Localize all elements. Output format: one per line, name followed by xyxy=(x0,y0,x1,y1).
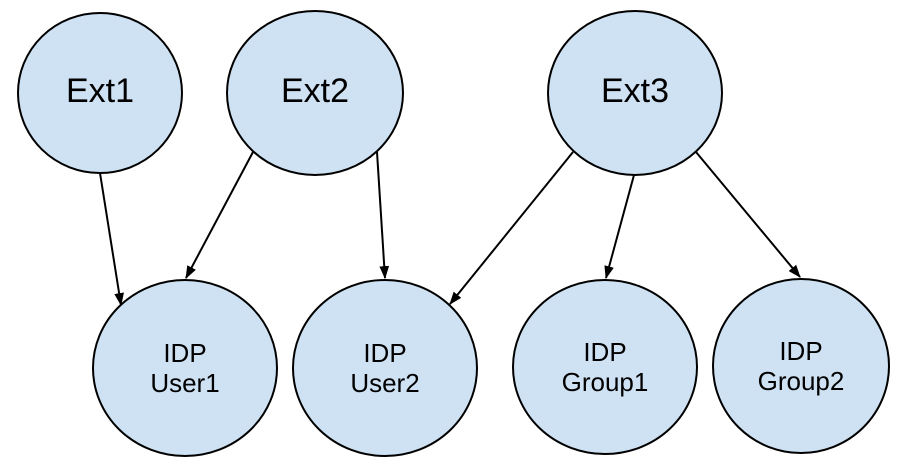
ext3-circle xyxy=(547,10,723,176)
node-ext1: Ext1 xyxy=(17,12,183,174)
edge-ext3-to-idp-group1 xyxy=(604,174,635,280)
idp-user2-circle xyxy=(292,279,478,457)
ext2-label: Ext2 xyxy=(281,72,349,110)
node-ext3: Ext3 xyxy=(547,10,723,176)
idp-group1-circle xyxy=(512,279,698,455)
edge-ext3-to-idp-group2 xyxy=(695,151,801,278)
idp-user1-circle xyxy=(92,279,278,457)
ext2-circle xyxy=(226,10,404,176)
ext1-label: Ext1 xyxy=(66,72,134,110)
idp-group2-circle xyxy=(712,278,890,454)
edge-ext3-to-idp-user2 xyxy=(449,151,574,305)
node-ext2: Ext2 xyxy=(226,10,404,176)
edge-ext1-to-idp-user1 xyxy=(99,172,124,307)
edge-ext2-to-idp-user2 xyxy=(376,151,390,280)
edge-ext2-to-idp-user1 xyxy=(185,151,254,279)
ext3-label: Ext3 xyxy=(601,72,669,110)
ext1-circle xyxy=(17,12,183,174)
